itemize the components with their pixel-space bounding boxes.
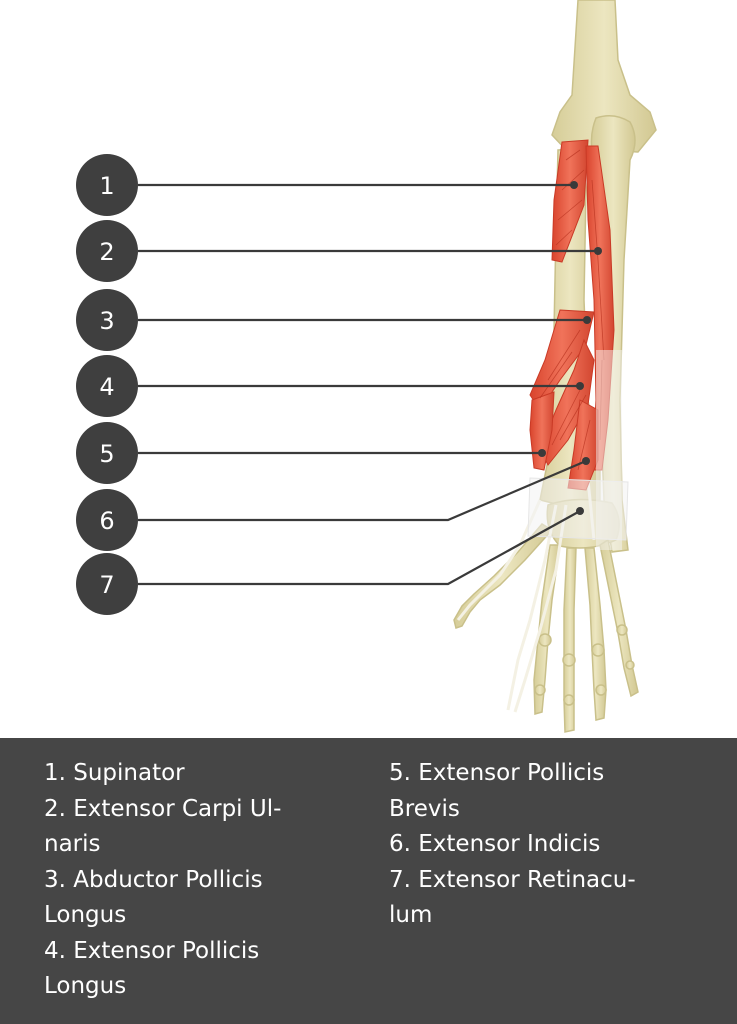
marker-5: 5	[76, 422, 138, 484]
legend-column-right: 5. Extensor Pollicis Brevis 6. Extensor …	[389, 756, 689, 934]
legend-panel: 1. Supinator 2. Extensor Carpi Ul- naris…	[0, 738, 737, 1024]
extensor-pollicis-brevis-muscle	[529, 391, 555, 471]
marker-3-number: 3	[99, 307, 114, 335]
supinator-muscle	[551, 139, 589, 263]
extensor-pollicis-longus-muscle	[539, 338, 595, 466]
marker-1: 1	[76, 154, 138, 216]
humerus-bone	[551, 0, 657, 153]
marker-7: 7	[76, 553, 138, 615]
marker-4: 4	[76, 355, 138, 417]
leader-line-7	[138, 510, 581, 586]
legend-item-extensor-carpi-ulnaris: 2. Extensor Carpi Ul- naris	[44, 795, 282, 858]
marker-1-number: 1	[99, 172, 114, 200]
legend-item-extensor-pollicis-brevis: 5. Extensor Pollicis Brevis	[389, 760, 605, 822]
marker-2: 2	[76, 220, 138, 282]
legend-column-left: 1. Supinator 2. Extensor Carpi Ul- naris…	[44, 756, 344, 1005]
legend-item-supinator: 1. Supinator	[44, 760, 185, 786]
retinaculum-band-ulnar	[596, 350, 622, 550]
legend-item-abductor-pollicis-longus: 3. Abductor Pollicis Longus	[44, 866, 263, 929]
legend-item-extensor-retinaculum: 7. Extensor Retinacu- lum	[389, 866, 636, 929]
marker-6: 6	[76, 489, 138, 551]
leader-lines	[138, 181, 602, 586]
forearm-anatomy-figure: 1 2 3 4 5 6 7	[76, 0, 657, 733]
marker-6-number: 6	[99, 507, 114, 535]
leader-line-6	[138, 459, 587, 522]
marker-7-number: 7	[99, 571, 114, 599]
legend-item-extensor-indicis: 6. Extensor Indicis	[389, 831, 601, 857]
marker-2-number: 2	[99, 238, 114, 266]
marker-4-number: 4	[99, 373, 114, 401]
legend-item-extensor-pollicis-longus: 4. Extensor Pollicis Longus	[44, 937, 260, 1000]
marker-5-number: 5	[99, 440, 114, 468]
marker-3: 3	[76, 289, 138, 351]
